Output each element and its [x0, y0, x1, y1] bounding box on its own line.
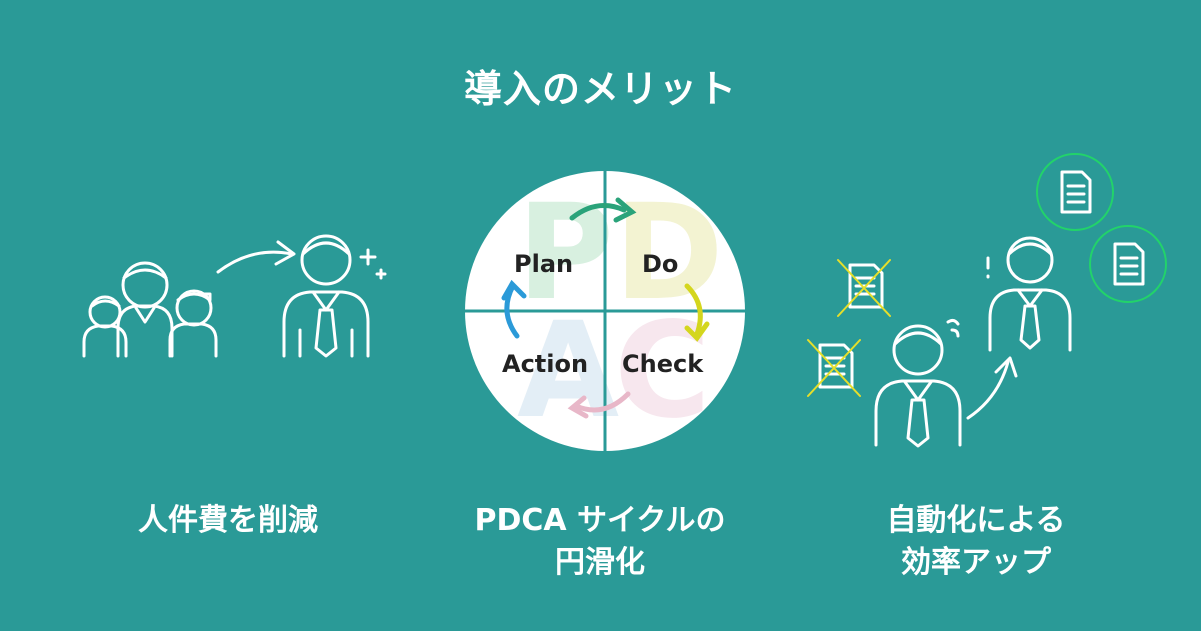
crossed-document-icon	[807, 339, 861, 397]
label-action: Action	[502, 350, 588, 378]
caption-line: 自動化による	[886, 503, 1066, 538]
page-title: 導入のメリット	[463, 67, 737, 111]
do-to-check-arrow	[684, 283, 703, 337]
caption-line: 人件費を削減	[138, 503, 318, 538]
letter-p: P	[517, 176, 614, 330]
label-plan: Plan	[514, 250, 573, 278]
arrow-icon	[216, 240, 296, 274]
caption-automation: 自動化による 効率アップ	[796, 500, 1156, 584]
caption-pdca: PDCA サイクルの 円滑化	[420, 500, 780, 584]
arrow-icon	[966, 356, 1018, 420]
businessman-icon	[282, 234, 370, 358]
businessman-icon	[874, 318, 962, 448]
pdca-cycle-diagram: P D A C Plan Do Action Check	[465, 171, 745, 451]
plan-to-do-arrow	[569, 203, 627, 221]
letter-d: D	[614, 176, 724, 330]
label-check: Check	[622, 350, 704, 378]
sparkle-icon	[359, 248, 387, 280]
letter-c: C	[614, 294, 711, 448]
businessman-icon	[986, 236, 1072, 352]
automation-illustration	[807, 153, 1167, 448]
caption-line: 円滑化	[555, 545, 645, 580]
document-icon	[1036, 153, 1114, 231]
letter-a: A	[517, 294, 619, 448]
family-icon	[82, 261, 218, 358]
label-do: Do	[642, 250, 678, 278]
check-to-action-arrow	[573, 391, 631, 413]
crossed-document-icon	[837, 259, 891, 317]
document-icon	[1089, 225, 1167, 303]
caption-line: PDCA サイクルの	[474, 503, 726, 538]
caption-line: 効率アップ	[901, 545, 1051, 580]
caption-labor-cost: 人件費を削減	[48, 500, 408, 542]
labor-cost-illustration	[82, 234, 387, 358]
